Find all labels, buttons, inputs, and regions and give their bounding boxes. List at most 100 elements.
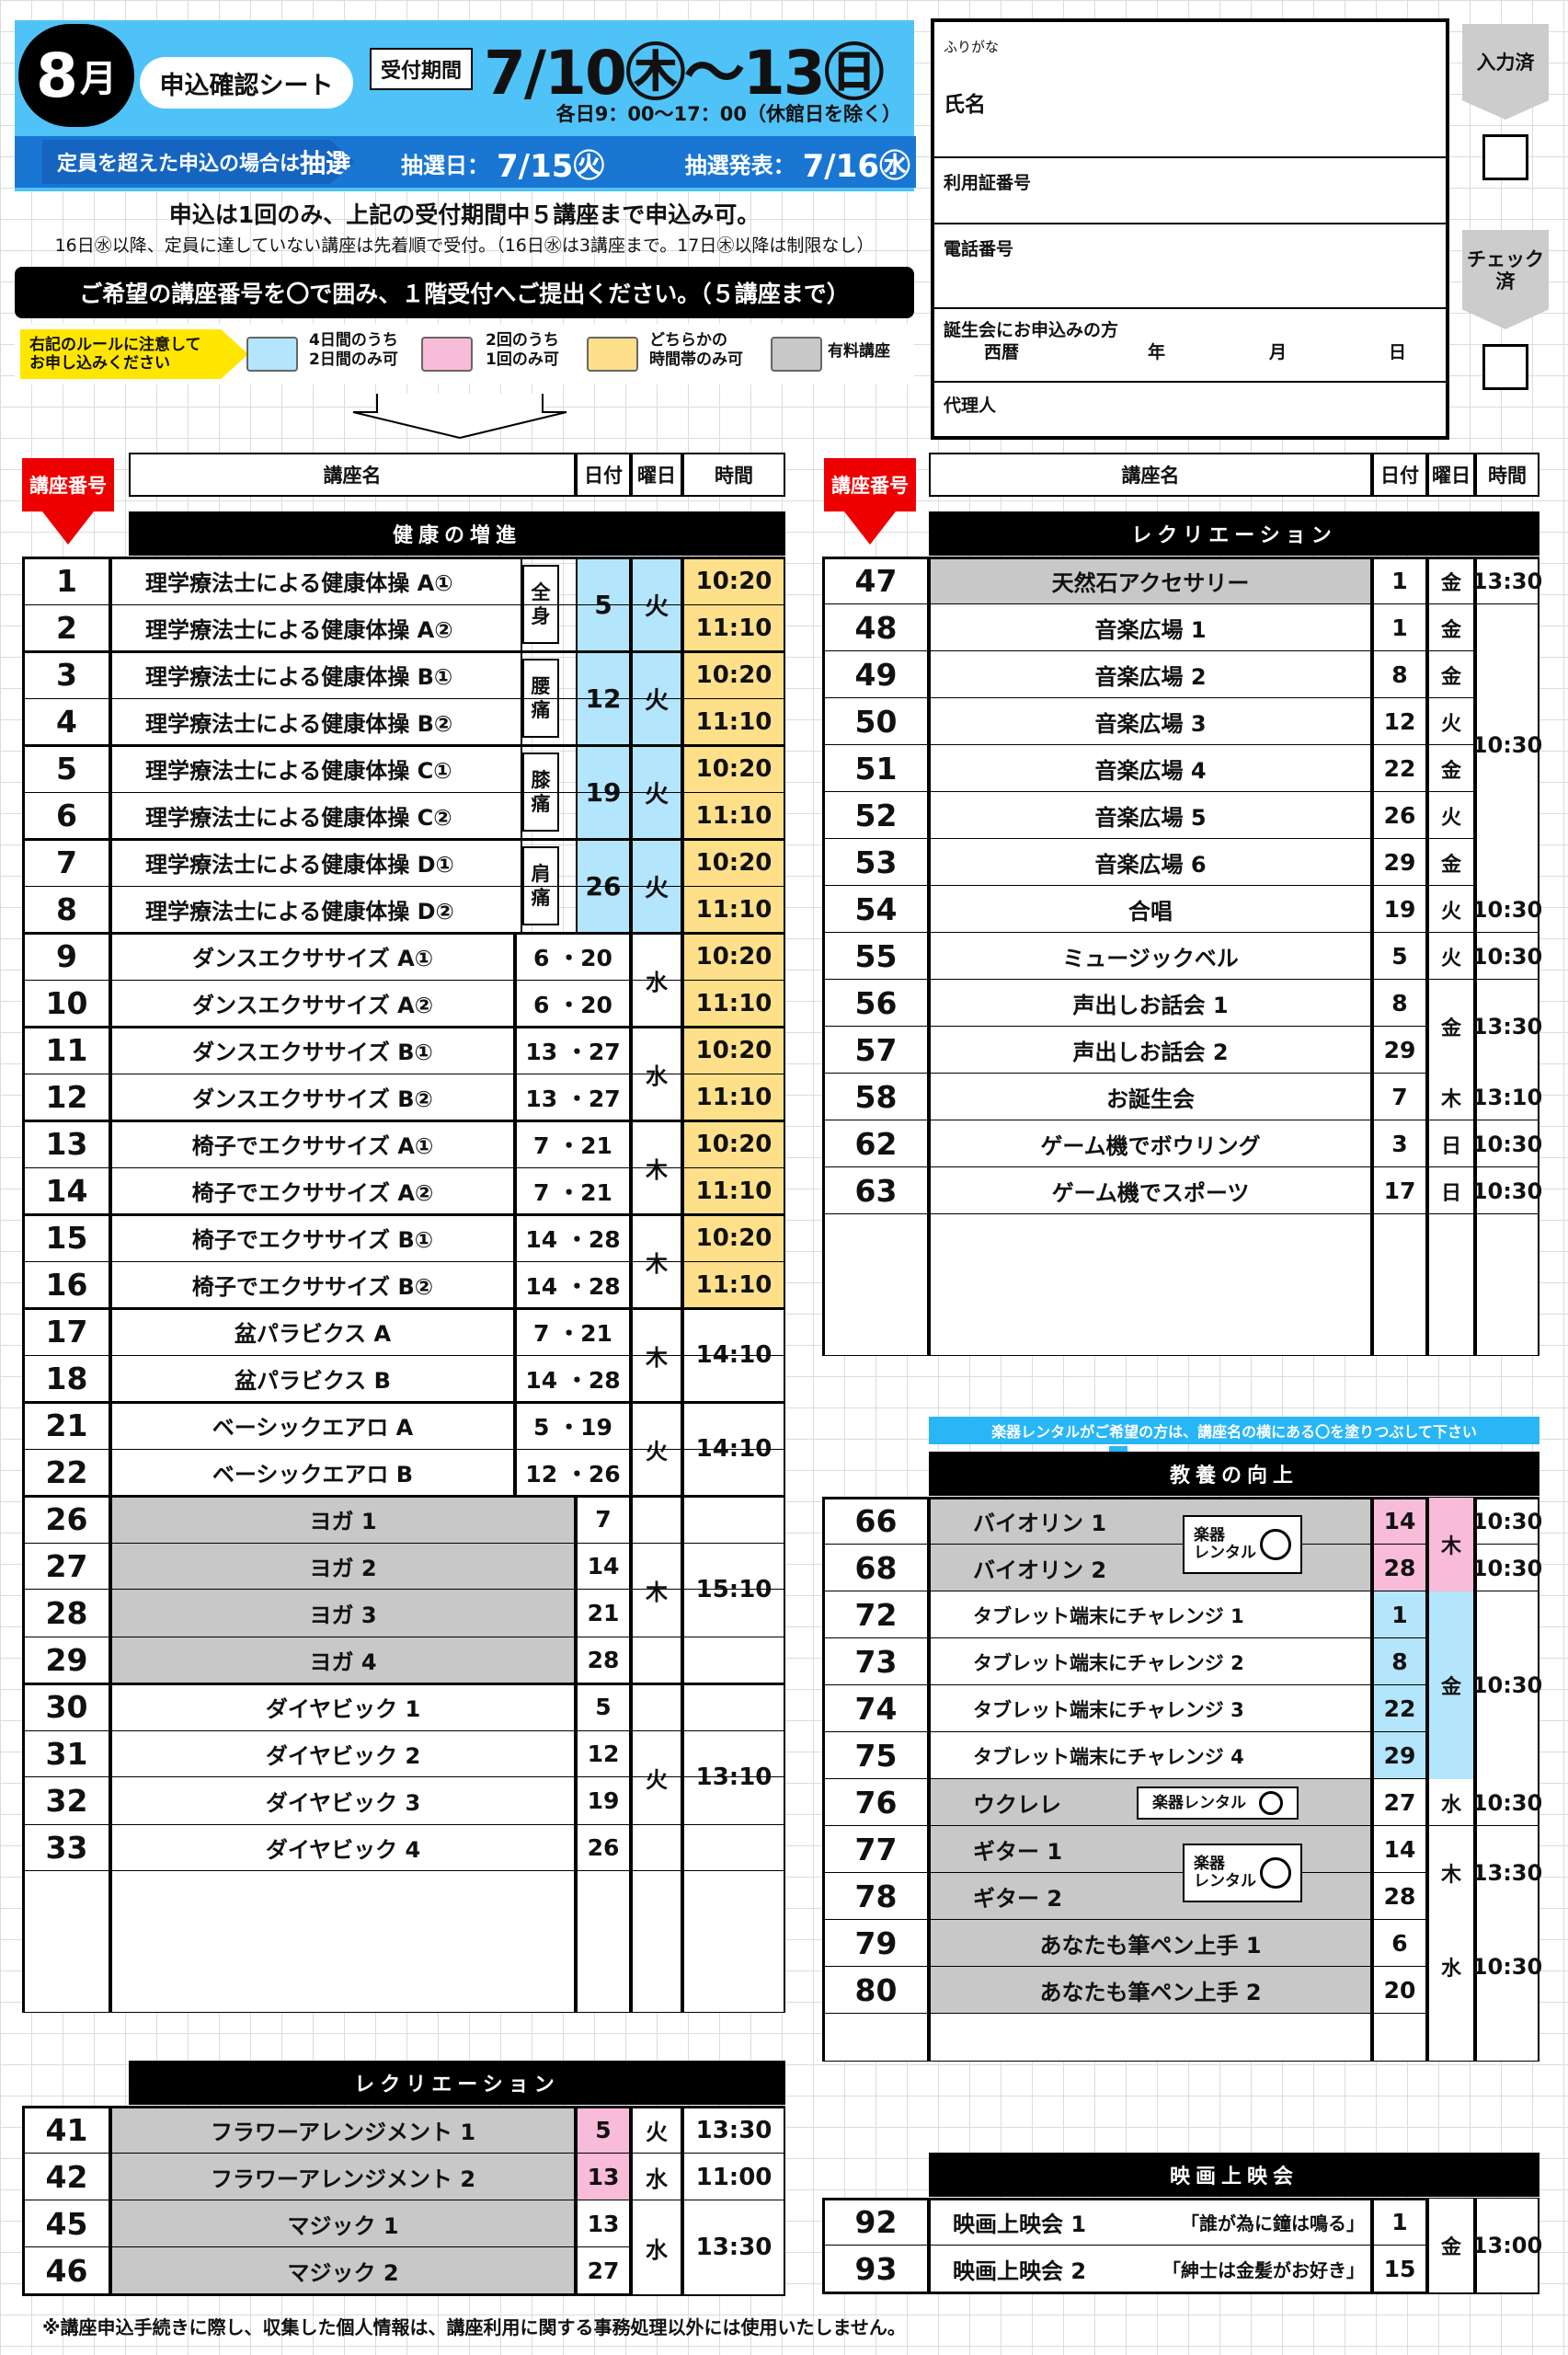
course-number[interactable]: 80 — [822, 1967, 929, 2014]
course-name: ベーシックエアロ B — [110, 1449, 515, 1496]
course-number[interactable]: 5 — [22, 745, 110, 792]
course-number[interactable]: 72 — [822, 1591, 929, 1638]
course-number[interactable]: 28 — [22, 1590, 110, 1637]
course-number[interactable]: 75 — [822, 1732, 929, 1779]
course-number[interactable]: 47 — [822, 557, 929, 604]
rental-circle-icon[interactable] — [1260, 1529, 1291, 1560]
course-number[interactable]: 79 — [822, 1920, 929, 1967]
course-number[interactable]: 50 — [822, 698, 929, 745]
course-number[interactable]: 17 — [22, 1308, 110, 1355]
course-number[interactable]: 3 — [22, 651, 110, 698]
rental-circle-icon[interactable] — [1260, 1857, 1291, 1889]
section-health: 健康の増進 — [129, 511, 785, 556]
course-number[interactable]: 54 — [822, 886, 929, 933]
course-number[interactable]: 9 — [22, 933, 110, 980]
course-name: タブレット端末にチャレンジ 4 — [929, 1732, 1372, 1779]
course-number[interactable]: 45 — [22, 2200, 110, 2247]
phone-field[interactable]: 電話番号 — [934, 224, 1446, 309]
checked-checkbox[interactable] — [1482, 344, 1528, 390]
course-number[interactable]: 92 — [822, 2199, 929, 2246]
course-number[interactable]: 15 — [22, 1214, 110, 1261]
course-number[interactable]: 58 — [822, 1074, 929, 1120]
course-date: 7 — [1372, 1074, 1427, 1120]
course-number[interactable]: 18 — [22, 1355, 110, 1402]
course-number[interactable]: 53 — [822, 839, 929, 886]
course-number[interactable]: 27 — [22, 1543, 110, 1590]
course-number[interactable]: 46 — [22, 2247, 110, 2294]
col-name-right: 講座名 — [929, 453, 1372, 497]
row-divider — [22, 604, 785, 605]
course-time: 13:30 — [682, 2200, 785, 2294]
course-number[interactable]: 48 — [822, 604, 929, 651]
course-number[interactable]: 74 — [822, 1685, 929, 1732]
course-dow: 金 — [1427, 1591, 1475, 1779]
instrument-rental-option[interactable]: 楽器レンタル — [1183, 1515, 1302, 1574]
course-number[interactable]: 76 — [822, 1779, 929, 1826]
course-number[interactable]: 73 — [822, 1638, 929, 1685]
period-label: 受付期間 — [370, 48, 473, 90]
agent-field[interactable]: 代理人 — [944, 396, 997, 416]
card-number-field[interactable]: 利用証番号 — [934, 158, 1446, 224]
course-number[interactable]: 12 — [22, 1074, 110, 1120]
course-number[interactable]: 78 — [822, 1873, 929, 1920]
course-dow: 金 — [1427, 557, 1475, 604]
course-number[interactable]: 30 — [22, 1683, 110, 1730]
course-number[interactable]: 93 — [822, 2246, 929, 2292]
course-number[interactable]: 52 — [822, 792, 929, 839]
instrument-rental-option[interactable]: 楽器レンタル — [1137, 1786, 1299, 1820]
course-number[interactable]: 21 — [22, 1402, 110, 1449]
course-dow: 水 — [631, 2154, 682, 2200]
course-number[interactable]: 57 — [822, 1027, 929, 1074]
course-number[interactable]: 11 — [22, 1027, 110, 1074]
course-number[interactable]: 8 — [22, 886, 110, 933]
course-number[interactable]: 63 — [822, 1167, 929, 1214]
course-date: 5 — [576, 1683, 631, 1730]
course-number[interactable]: 2 — [22, 604, 110, 651]
course-dow: 金 — [1427, 839, 1475, 886]
course-number[interactable]: 49 — [822, 651, 929, 698]
course-number[interactable]: 10 — [22, 980, 110, 1027]
course-number[interactable]: 31 — [22, 1730, 110, 1777]
row-divider — [822, 2061, 1539, 2062]
course-number[interactable]: 14 — [22, 1167, 110, 1214]
course-name: 理学療法士による健康体操 D① — [110, 839, 522, 886]
instrument-rental-option[interactable]: 楽器レンタル — [1183, 1844, 1302, 1902]
entered-checkbox[interactable] — [1482, 134, 1528, 180]
lottery-note: 定員を超えた申込の場合は抽選 — [42, 140, 355, 184]
course-number[interactable]: 22 — [22, 1449, 110, 1496]
col-time-right: 時間 — [1475, 453, 1539, 497]
empty-cell — [576, 1965, 631, 2012]
course-number[interactable]: 13 — [22, 1120, 110, 1167]
name-field[interactable]: ふりがな 氏名 — [934, 22, 1446, 158]
course-number[interactable]: 62 — [822, 1120, 929, 1167]
applicant-form: ふりがな 氏名 利用証番号 電話番号 誕生会にお申込みの方 西暦 年 月 日 代… — [931, 18, 1449, 440]
course-number[interactable]: 42 — [22, 2154, 110, 2200]
course-number[interactable]: 29 — [22, 1637, 110, 1683]
course-number[interactable]: 68 — [822, 1545, 929, 1591]
course-number[interactable]: 4 — [22, 698, 110, 745]
course-name: あなたも筆ペン上手 1 — [929, 1920, 1372, 1967]
course-number[interactable]: 55 — [822, 933, 929, 980]
course-number[interactable]: 33 — [22, 1824, 110, 1871]
course-time: 10:30 — [1472, 1591, 1542, 1779]
course-number[interactable]: 66 — [822, 1498, 929, 1545]
course-number[interactable]: 26 — [22, 1496, 110, 1543]
birthday-field[interactable]: 誕生会にお申込みの方 — [934, 309, 1446, 383]
course-name: 天然石アクセサリー — [929, 557, 1372, 604]
course-date: 3 — [1372, 1120, 1427, 1167]
course-number[interactable]: 51 — [822, 745, 929, 792]
movie-label: 映画上映会 2 — [953, 2258, 1087, 2284]
rental-circle-icon[interactable] — [1259, 1791, 1283, 1815]
course-number[interactable]: 32 — [22, 1777, 110, 1824]
course-number[interactable]: 1 — [22, 557, 110, 604]
course-number[interactable]: 16 — [22, 1261, 110, 1308]
course-number[interactable]: 77 — [822, 1826, 929, 1873]
row-divider — [22, 1401, 785, 1404]
course-number[interactable]: 56 — [822, 980, 929, 1027]
row-divider — [22, 932, 785, 935]
course-dow: 金 — [1427, 651, 1475, 698]
course-number[interactable]: 7 — [22, 839, 110, 886]
course-number[interactable]: 6 — [22, 792, 110, 839]
course-number[interactable]: 41 — [22, 2107, 110, 2154]
